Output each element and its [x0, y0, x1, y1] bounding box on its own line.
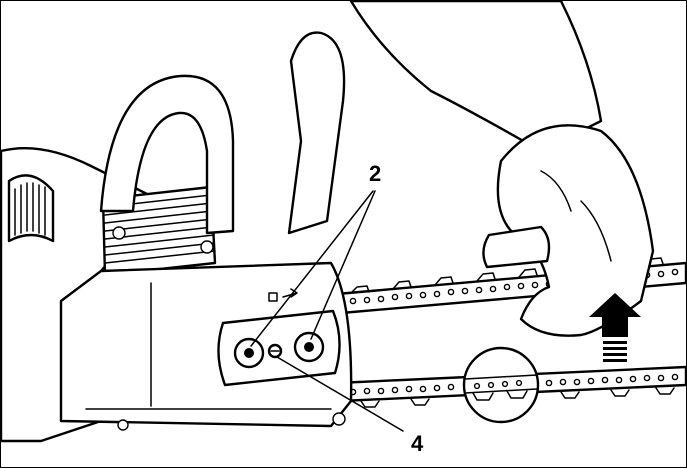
cover-screw-right [332, 412, 346, 426]
fin-screw [200, 240, 214, 254]
glove-creases [540, 170, 612, 262]
bar-nut-right [293, 331, 325, 363]
chain-detail-magnifier [462, 346, 540, 424]
chain-lower-teeth [360, 387, 675, 408]
callout-number-4: 4 [411, 431, 424, 456]
cover-screw-left [117, 419, 129, 431]
glove-thumb [482, 225, 551, 269]
chain-tension-screw [267, 343, 283, 359]
arrow-up-icon [589, 293, 641, 362]
chain-tension-arrow-icon [268, 288, 298, 302]
gloved-hand [349, 1, 655, 337]
air-vent-grille [7, 174, 55, 243]
callout-number-2: 2 [369, 161, 381, 186]
chain-brake-hand-guard [287, 31, 346, 235]
front-handle [99, 74, 235, 235]
chain-lower-rivets [349, 373, 679, 396]
sleeve [349, 1, 603, 153]
callout-2-leaders [250, 190, 376, 347]
saw-body [1, 31, 353, 443]
callout-4-leader [276, 356, 404, 432]
bar-nut-left [233, 337, 265, 369]
handle-screw [112, 226, 126, 240]
